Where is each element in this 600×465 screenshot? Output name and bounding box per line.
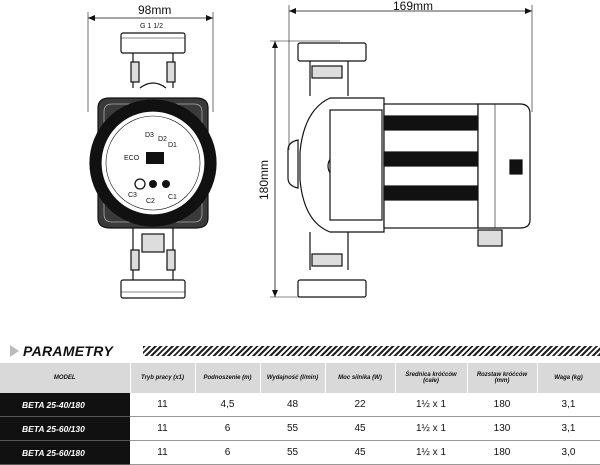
triangle-marker-icon: [10, 345, 19, 357]
parameters-header: PARAMETRY: [10, 343, 600, 359]
column-header: Waga (kg): [537, 363, 600, 393]
table-cell: 4,5: [195, 393, 260, 417]
control-panel: ECO D3 D2 D1 C3 C2 C1: [124, 132, 177, 205]
table-cell: 180: [467, 440, 537, 465]
width-dimension-label: 98mm: [138, 3, 171, 17]
table-cell: 48: [260, 393, 325, 417]
model-cell: BETA 25-60/130: [0, 416, 130, 441]
section-title: PARAMETRY: [23, 343, 114, 359]
thread-label: G 1 1/2: [140, 23, 163, 30]
table-cell: 3,1: [537, 393, 600, 417]
table-row: BETA 25-60/130 11 6 55 45 1½ x 1 130 3,1: [0, 416, 600, 441]
table-cell: 3,0: [537, 440, 600, 465]
table-cell: 11: [130, 416, 195, 441]
parameters-table: MODEL Tryb pracy (x1) Podnoszenie (m) Wy…: [0, 363, 600, 465]
table-cell: 6: [195, 440, 260, 465]
table-cell: 1½ x 1: [395, 440, 467, 465]
table-cell: 130: [467, 416, 537, 441]
table-row: BETA 25-60/180 11 6 55 45 1½ x 1 180 3,0: [0, 440, 600, 465]
column-header: Wydajność (l/min): [260, 363, 326, 393]
model-cell: BETA 25-60/180: [0, 440, 130, 465]
table-row: BETA 25-40/180 11 4,5 48 22 1½ x 1 180 3…: [0, 393, 600, 417]
table-cell: 1½ x 1: [395, 393, 467, 417]
column-header: Podnoszenie (m): [195, 363, 261, 393]
table-cell: 1½ x 1: [395, 416, 467, 441]
table-header-row: MODEL Tryb pracy (x1) Podnoszenie (m) Wy…: [0, 363, 600, 393]
length-dimension-label: 169mm: [393, 0, 433, 13]
speed-label-d3: D3: [145, 132, 154, 139]
c-label-c1: C1: [168, 194, 177, 201]
column-header: Średnica króćców (cale): [395, 363, 468, 393]
side-view: [270, 5, 533, 298]
column-header: Moc silnika (W): [325, 363, 396, 393]
height-dimension-label: 180mm: [257, 160, 271, 200]
technical-drawing: ECO D3 D2 D1 C3 C2 C1 98mm G 1 1/2: [87, 0, 533, 299]
table-cell: 45: [325, 416, 395, 441]
table-cell: 45: [325, 440, 395, 465]
table-cell: 6: [195, 416, 260, 441]
table-cell: 11: [130, 440, 195, 465]
c-label-c2: C2: [146, 198, 155, 205]
table-cell: 11: [130, 393, 195, 417]
c-label-c3: C3: [128, 192, 137, 199]
table-cell: 55: [260, 440, 325, 465]
mode-label: ECO: [124, 155, 140, 162]
column-header: Rozstaw króćców (mm): [467, 363, 538, 393]
speed-label-d1: D1: [168, 142, 177, 149]
column-header: MODEL: [0, 363, 131, 393]
column-header: Tryb pracy (x1): [130, 363, 196, 393]
table-cell: 22: [325, 393, 395, 417]
table-cell: 180: [467, 393, 537, 417]
model-cell: BETA 25-40/180: [0, 393, 130, 417]
table-cell: 3,1: [537, 416, 600, 441]
speed-label-d2: D2: [158, 136, 167, 143]
table-cell: 55: [260, 416, 325, 441]
striped-divider: [143, 346, 600, 356]
